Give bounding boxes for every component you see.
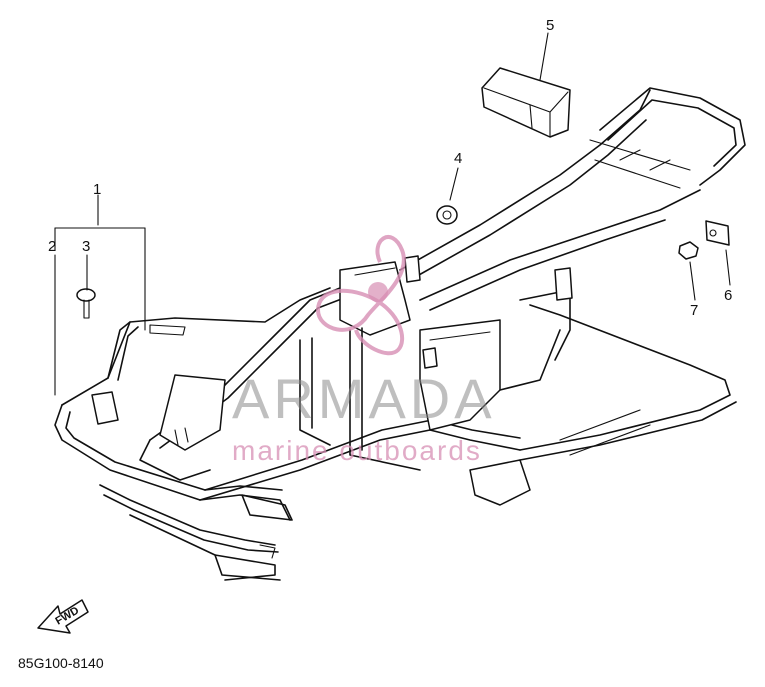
watermark: ARMADA marine outboards: [232, 235, 496, 466]
part-5-rubber-block: [481, 67, 571, 138]
callout-leaders: [54, 32, 731, 396]
part-code: 85G100-8140: [18, 655, 104, 671]
watermark-tagline: marine outboards: [232, 435, 482, 466]
callout-4: 4: [454, 150, 462, 167]
main-frame: [54, 87, 746, 581]
part-3-bolt: [76, 288, 96, 319]
forward-direction-arrow: FWD: [37, 599, 89, 634]
watermark-brand: ARMADA: [232, 367, 496, 430]
callout-3: 3: [82, 238, 90, 255]
part-7-nut: [678, 241, 699, 260]
callout-7: 7: [690, 302, 698, 319]
callout-labels: 1 2 3 4 5 6 7: [48, 17, 732, 319]
part-4-collar: [436, 205, 458, 225]
callout-5: 5: [546, 17, 554, 34]
callout-6: 6: [724, 287, 732, 304]
callout-1: 1: [93, 181, 101, 198]
part-6-plate: [705, 220, 730, 246]
callout-2: 2: [48, 238, 56, 255]
watermark-logo: [315, 235, 406, 356]
